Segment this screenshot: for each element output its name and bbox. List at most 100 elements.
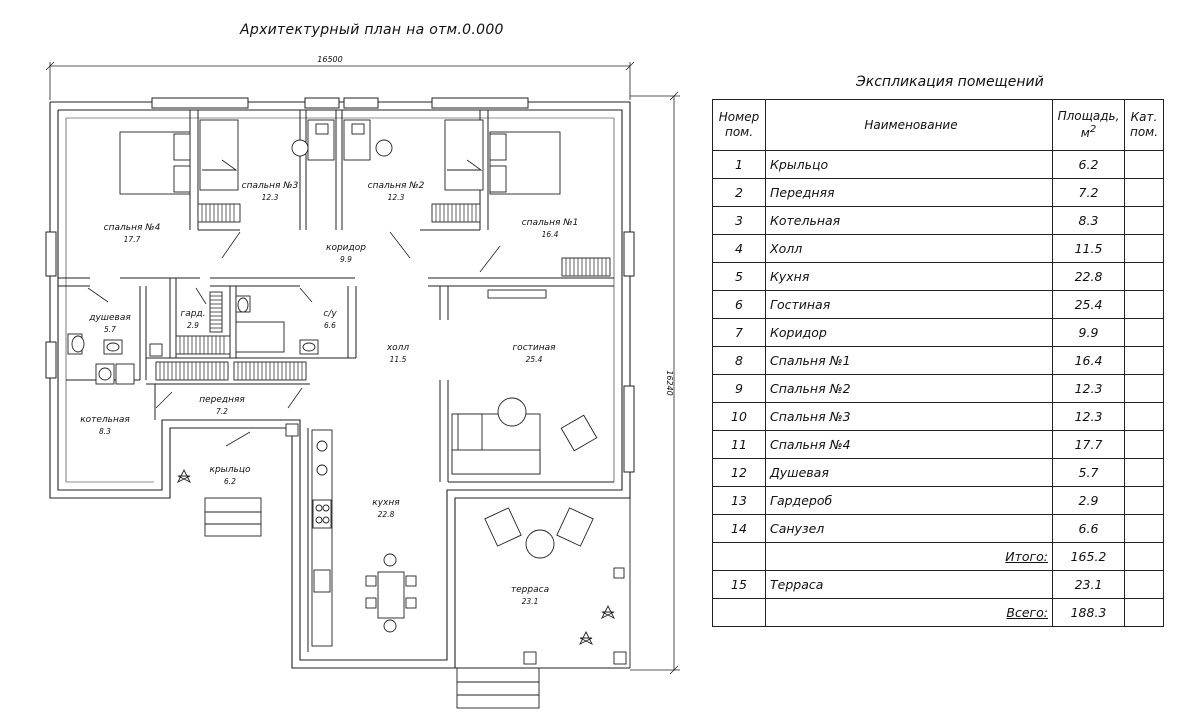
- room-name-hall: холл: [386, 343, 410, 353]
- row-cat: [1124, 570, 1164, 599]
- row-num: 8: [712, 346, 766, 375]
- explication-table: Номер пом. Наименование Площадь, м2 Кат.…: [712, 99, 1164, 627]
- row-cat: [1124, 178, 1164, 207]
- room-name-bedroom1: спальня №1: [522, 218, 579, 228]
- room-area-living: 25.4: [526, 355, 543, 364]
- row-num: 9: [712, 374, 766, 403]
- room-name-living: гостиная: [512, 343, 556, 353]
- room-area-shower: 5.7: [104, 325, 116, 334]
- row-cat: [1124, 430, 1164, 459]
- kitchen-furniture: [311, 429, 417, 647]
- row-num: 14: [712, 514, 766, 543]
- row-area: 7.2: [1052, 178, 1125, 207]
- living-furniture: [451, 289, 598, 475]
- room-name-front: передняя: [199, 395, 245, 405]
- dimension-height: 16240: [665, 370, 674, 395]
- row-cat: [1124, 346, 1164, 375]
- row-num: 1: [712, 150, 766, 179]
- room-name-boiler: котельная: [80, 415, 130, 425]
- room-area-bedroom4: 17.7: [124, 235, 141, 244]
- row-cat: [1124, 290, 1164, 319]
- subtotal-num-cell: [712, 542, 766, 571]
- room-name-porch: крыльцо: [210, 465, 251, 475]
- room-area-bedroom1: 16.4: [542, 230, 559, 239]
- row-cat: [1124, 402, 1164, 431]
- desk-icons: [291, 119, 393, 161]
- row-name: Гардероб: [765, 486, 1053, 515]
- dimension-lines: [45, 61, 680, 675]
- header-name: Наименование: [765, 99, 1053, 151]
- total-cat-cell: [1124, 598, 1164, 627]
- room-name-bedroom3: спальня №3: [242, 181, 299, 191]
- room-name-corridor: коридор: [326, 243, 366, 253]
- row-area: 8.3: [1052, 206, 1125, 235]
- row-cat: [1124, 318, 1164, 347]
- header-cat: Кат. пом.: [1124, 99, 1164, 151]
- dimension-width: 16500: [317, 55, 342, 64]
- row-name: Котельная: [765, 206, 1053, 235]
- row-num: 6: [712, 290, 766, 319]
- row-name: Спальня №2: [765, 374, 1053, 403]
- room-area-wardrobe: 2.9: [187, 321, 199, 330]
- row-num: 3: [712, 206, 766, 235]
- steps: [204, 497, 540, 709]
- row-name: Гостиная: [765, 290, 1053, 319]
- row-cat: [1124, 150, 1164, 179]
- row-num: 15: [712, 570, 766, 599]
- row-area: 11.5: [1052, 234, 1125, 263]
- row-name: Холл: [765, 234, 1053, 263]
- row-name: Душевая: [765, 458, 1053, 487]
- row-name: Кухня: [765, 262, 1053, 291]
- row-num: 12: [712, 458, 766, 487]
- explication-title: Экспликация помещений: [856, 74, 1044, 90]
- row-area: 9.9: [1052, 318, 1125, 347]
- terrace-railing: [455, 490, 631, 669]
- room-labels: спальня №4 17.7 спальня №3 12.3 спальня …: [80, 181, 578, 606]
- wardrobe-hatch: [159, 204, 607, 380]
- row-cat: [1124, 206, 1164, 235]
- room-name-wc: с/у: [323, 309, 337, 319]
- subtotal-row: Итого: 165.2: [712, 542, 1164, 571]
- header-area-sup: 2: [1089, 124, 1097, 135]
- room-area-kitchen: 22.8: [378, 510, 395, 519]
- row-area: 2.9: [1052, 486, 1125, 515]
- row-name: Терраса: [765, 570, 1053, 599]
- row-area: 12.3: [1052, 374, 1125, 403]
- row-cat: [1124, 458, 1164, 487]
- terrace-furniture: [285, 423, 627, 665]
- terrace-row: 15 Терраса 23.1: [712, 570, 1164, 599]
- row-num: 5: [712, 262, 766, 291]
- room-area-hall: 11.5: [390, 355, 407, 364]
- subtotal-label: Итого:: [765, 542, 1053, 571]
- row-name: Спальня №4: [765, 430, 1053, 459]
- row-num: 4: [712, 234, 766, 263]
- windows: [45, 97, 635, 473]
- row-cat: [1124, 234, 1164, 263]
- row-cat: [1124, 514, 1164, 543]
- row-num: 2: [712, 178, 766, 207]
- row-cat: [1124, 374, 1164, 403]
- row-name: Спальня №3: [765, 402, 1053, 431]
- room-area-corridor: 9.9: [340, 255, 352, 264]
- row-name: Коридор: [765, 318, 1053, 347]
- row-area: 16.4: [1052, 346, 1125, 375]
- room-name-wardrobe: гард.: [180, 309, 205, 319]
- row-num: 10: [712, 402, 766, 431]
- room-area-bedroom3: 12.3: [262, 193, 279, 202]
- row-cat: [1124, 486, 1164, 515]
- room-area-boiler: 8.3: [99, 427, 111, 436]
- row-cat: [1124, 262, 1164, 291]
- total-label: Всего:: [765, 598, 1053, 627]
- plant-icons: [176, 468, 616, 646]
- room-name-kitchen: кухня: [372, 498, 400, 508]
